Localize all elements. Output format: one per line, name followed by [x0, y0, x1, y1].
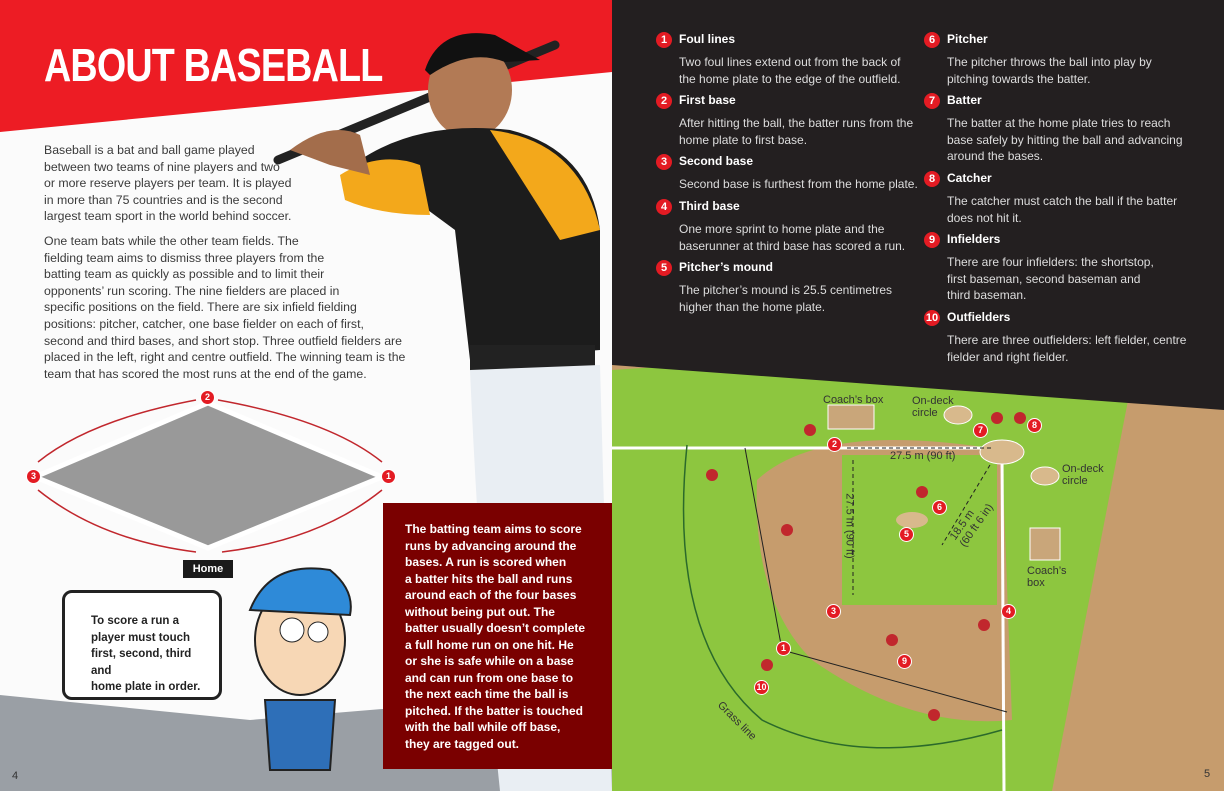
item-title: Batter [947, 93, 982, 107]
bases-diamond [28, 399, 389, 553]
page-number-left: 4 [12, 770, 19, 782]
intro-paragraph: Baseball is a bat and ball game played b… [44, 143, 292, 224]
coach-box-top [827, 404, 875, 430]
item-desc: There are three outfielders: left fielde… [947, 333, 1187, 364]
item-title: Third base [679, 199, 740, 213]
field-diagram [612, 330, 1224, 791]
item-title: First base [679, 93, 736, 107]
item-title: Outfielders [947, 310, 1011, 324]
home-plate-label: Home [183, 560, 233, 578]
item-title: Foul lines [679, 32, 736, 46]
coach-box-right-label: Coach’s box [1027, 565, 1067, 589]
item-title: Pitcher’s mound [679, 260, 774, 274]
page-title: ABOUT BASEBALL [44, 39, 383, 91]
field-badge-5: 5 [899, 527, 914, 542]
number-badge: 5 [656, 260, 672, 276]
fielding-paragraph: One team bats while the other team field… [44, 234, 406, 381]
coach-box-right [1029, 527, 1061, 561]
diamond-base-1-badge: 1 [381, 469, 396, 484]
diamond-base-3-badge: 3 [26, 469, 41, 484]
item-title: Pitcher [947, 32, 988, 46]
distance-second-to-first: 27.5 m (90 ft) [890, 450, 956, 462]
field-badge-10: 10 [754, 680, 769, 695]
item-desc: There are four infielders: the shortstop… [947, 255, 1154, 303]
on-deck-circle-right-label: On-deck circle [1062, 463, 1104, 487]
distance-second-to-third: 27.5 m (90 ft) [843, 493, 856, 559]
field-badge-8: 8 [1027, 418, 1042, 433]
infield-grass [842, 455, 997, 605]
fielders [706, 412, 1026, 721]
batting-info-box: The batting team aims to score runs by a… [383, 503, 612, 769]
dark-header-panel [612, 0, 1224, 410]
item-desc: Two foul lines extend out from the back … [679, 55, 901, 86]
item-desc: The catcher must catch the ball if the b… [947, 194, 1178, 225]
number-badge: 1 [656, 32, 672, 48]
page-number-right: 5 [1204, 768, 1211, 780]
item-desc: The batter at the home plate tries to re… [947, 116, 1183, 164]
number-badge: 6 [924, 32, 940, 48]
number-badge: 7 [924, 93, 940, 109]
diamond-base-2-badge: 2 [200, 390, 215, 405]
item-desc: One more sprint to home plate and the ba… [679, 222, 906, 253]
field-badge-6: 6 [932, 500, 947, 515]
number-badge: 3 [656, 154, 672, 170]
field-badge-3: 3 [826, 604, 841, 619]
number-badge: 9 [924, 232, 940, 248]
cartoon-character [248, 567, 352, 771]
red-header-band [0, 0, 612, 132]
field-badge-4: 4 [1001, 604, 1016, 619]
field-badge-9: 9 [897, 654, 912, 669]
item-desc: After hitting the ball, the batter runs … [679, 116, 914, 147]
left-page: ABOUT BASEBALL Baseball is a bat and bal… [0, 0, 612, 791]
field-badge-7: 7 [973, 423, 988, 438]
speech-bubble: To score a run a player must touch first… [62, 590, 222, 700]
field-badge-1: 1 [776, 641, 791, 656]
number-badge: 2 [656, 93, 672, 109]
grass-line [682, 444, 1003, 749]
on-deck-circle-top-label: On-deck circle [912, 395, 954, 419]
item-desc: Second base is furthest from the home pl… [679, 177, 918, 191]
item-desc: The pitcher’s mound is 25.5 centimetres … [679, 283, 892, 314]
item-title: Catcher [947, 171, 992, 185]
number-badge: 10 [924, 310, 940, 326]
foul-territory-dirt [1052, 380, 1224, 791]
number-badge: 4 [656, 199, 672, 215]
item-title: Second base [679, 154, 754, 168]
item-title: Infielders [947, 232, 1001, 246]
item-desc: The pitcher throws the ball into play by… [947, 55, 1152, 86]
number-badge: 8 [924, 171, 940, 187]
coach-box-top-label: Coach’s box [823, 394, 884, 406]
field-badge-2: 2 [827, 437, 842, 452]
